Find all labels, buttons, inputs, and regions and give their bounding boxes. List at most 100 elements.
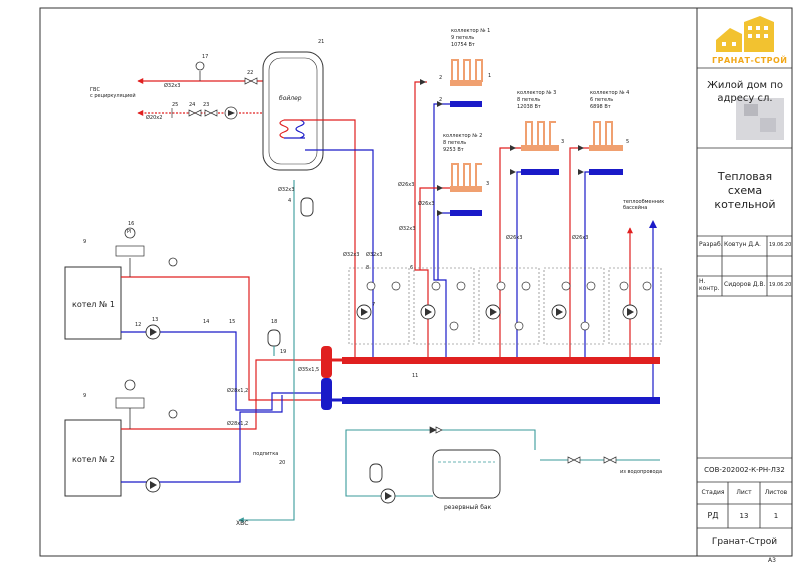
sheet-header: Лист: [736, 489, 752, 496]
pipe-size-header: Ø35х1,5: [298, 367, 320, 373]
pipe-size-col-e: Ø26х3: [572, 235, 589, 241]
pipe-size-b1-feed: Ø28х1,2: [227, 388, 249, 394]
mark-24: 24: [189, 102, 196, 108]
mark-19: 19: [280, 349, 287, 355]
collector-3-power: 12038 Вт: [517, 104, 541, 110]
collector-2-power: 9253 Вт: [443, 147, 464, 153]
pressure-gauge-label: PI: [127, 229, 132, 235]
stage-header: Стадия: [701, 489, 725, 496]
mark-3: 3: [486, 181, 490, 187]
doc-code: СОВ-202002-К-РН-Л32: [704, 466, 785, 474]
boiler-circuits: [121, 258, 321, 483]
cold-water-label: ХВС: [236, 520, 249, 527]
group-mixing-valves: [449, 321, 590, 331]
mark-2a: 2: [439, 75, 443, 81]
stage-value: РД: [707, 511, 719, 520]
return-header: [342, 397, 660, 404]
mark-20: 20: [279, 460, 286, 466]
boiler-1: [64, 266, 122, 340]
mark-9b: 9: [83, 393, 87, 399]
pump-groups: [348, 267, 662, 345]
reserve-tank: [432, 449, 501, 499]
thermometers: [168, 257, 178, 419]
pressure-gauges: [124, 227, 136, 391]
mark-15: 15: [229, 319, 236, 325]
mark-21: 21: [318, 39, 325, 45]
collector-1-title: коллектор № 1: [451, 28, 491, 34]
pipe-size-boiler-feed: Ø32х3: [278, 187, 295, 193]
group-pumps: [356, 304, 638, 320]
sheets-header: Листов: [764, 489, 788, 496]
collector-2-loops: 8 петель: [443, 140, 467, 146]
cold-water-valves: [429, 426, 617, 464]
stamp-role-norm: Н. контр.: [699, 278, 720, 292]
boiler-2: [64, 419, 122, 497]
mark-8: 8: [366, 265, 370, 271]
sheet-format: А3: [768, 557, 776, 564]
mark-13: 13: [152, 317, 159, 323]
supply-header: [342, 357, 660, 364]
stamp-role-dev: Разраб.: [699, 241, 723, 248]
stamp-name-dev: Ковтун Д.А.: [724, 241, 761, 248]
water-heater-label: бойлер: [279, 95, 302, 102]
pipe-size-col-d: Ø26х3: [506, 235, 523, 241]
group-thermometers: [366, 281, 652, 291]
mark-12: 12: [135, 322, 142, 328]
mark-6: 6: [410, 265, 414, 271]
pipe-size-riser-a: Ø32х3: [343, 252, 360, 258]
boiler-pumps: [145, 324, 161, 493]
pipe-size-dhw-return: Ø20х2: [146, 115, 163, 121]
pool-exchanger-label: теплообменник бассейна: [623, 199, 665, 211]
collector-3-title: коллектор № 3: [517, 90, 557, 96]
drawing-title: Тепловая схема котельной: [714, 170, 776, 211]
company-logo: [716, 16, 774, 52]
collector-1-power: 10754 Вт: [451, 42, 475, 48]
mark-16: 16: [128, 221, 135, 227]
collector-2-title: коллектор № 2: [443, 133, 483, 139]
thermometer-icon: [195, 61, 205, 71]
mark-11: 11: [412, 373, 419, 379]
organization: Гранат-Строй: [711, 537, 778, 547]
sheet-frame: [39, 7, 793, 557]
hydraulic-separator: [321, 346, 332, 378]
expansion-vessels: [267, 197, 383, 483]
sheet-value: 13: [739, 512, 749, 520]
mark-4: 4: [288, 198, 292, 204]
pipe-size-dhw-supply: Ø32х3: [164, 83, 181, 89]
collector-4-power: 6898 Вт: [590, 104, 611, 110]
dhw-lines: [137, 71, 263, 116]
pipe-size-col-a: Ø26х3: [398, 182, 415, 188]
mark-25: 25: [172, 102, 179, 108]
mark-18: 18: [271, 319, 278, 325]
mark-9a: 9: [83, 239, 87, 245]
title-block: [697, 67, 792, 529]
pipe-size-b2-feed: Ø28х1,2: [227, 421, 249, 427]
pipe-size-col-c: Ø32х3: [399, 226, 416, 232]
make-up-label: подпитка: [253, 451, 279, 457]
collector-1-loops: 9 петель: [451, 35, 475, 41]
collector-valves: [420, 79, 584, 216]
water-heater-tank: [262, 51, 324, 171]
mark-23: 23: [203, 102, 210, 108]
collector-4-loops: 6 петель: [590, 97, 614, 103]
mark-5: 5: [626, 139, 630, 145]
dhw-valves: [171, 77, 258, 118]
mark-22: 22: [247, 70, 254, 76]
mark-14: 14: [203, 319, 210, 325]
stamp-date-dev: 19.06.20: [769, 242, 792, 248]
boiler-1-label: котел № 1: [72, 300, 115, 309]
pipe-size-col-b: Ø26х3: [418, 201, 435, 207]
water-supply-label: из водопровода: [620, 469, 663, 475]
reserve-tank-label: резервный бак: [444, 504, 492, 511]
logo-text: ГРАНАТ-СТРОЙ: [712, 56, 788, 65]
collector-4-title: коллектор № 4: [590, 90, 630, 96]
collectors: [450, 59, 623, 216]
collector-3-loops: 8 петель: [517, 97, 541, 103]
stamp-name-norm: Сидоров Д.В.: [724, 281, 766, 288]
boiler-2-label: котел № 2: [72, 455, 115, 464]
hot-water-label: ГВС с рециркуляцией: [90, 87, 136, 99]
mark-2b: 2: [439, 97, 443, 103]
mark-3b: 3: [561, 139, 565, 145]
